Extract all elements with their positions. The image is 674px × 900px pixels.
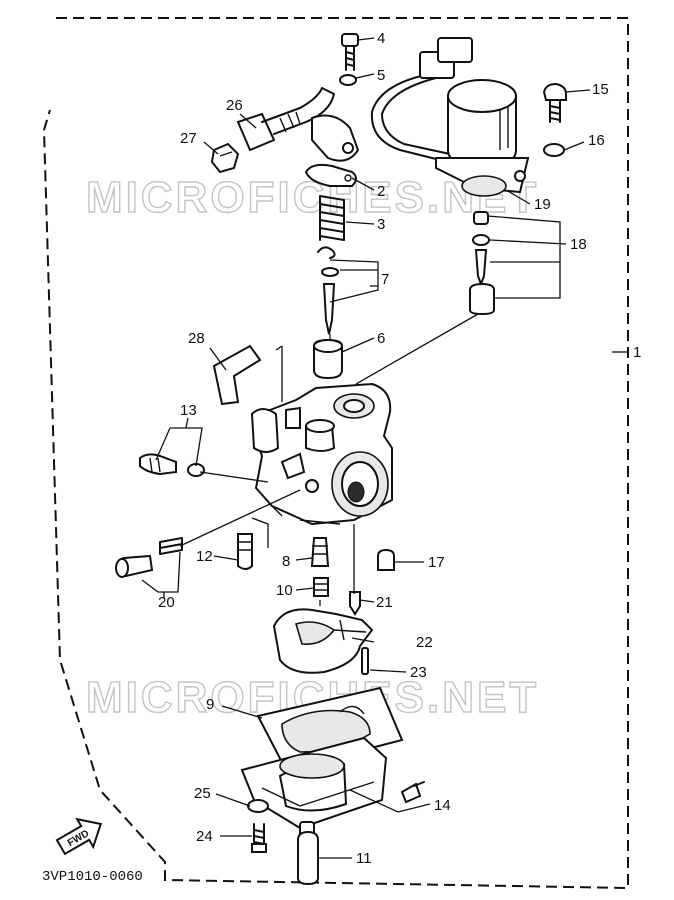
- part-hex-nut: [210, 142, 240, 174]
- callout-26: 26: [226, 97, 243, 114]
- callout-17: 17: [428, 554, 445, 571]
- part-throttle-spring: [319, 195, 345, 241]
- callout-3: 3: [377, 216, 385, 233]
- callout-16: 16: [588, 132, 605, 149]
- part-float: [272, 608, 374, 674]
- callout-1: 1: [633, 344, 641, 361]
- part-throttle-stop-screw-set: [115, 537, 183, 578]
- part-carburetor-body: [250, 382, 393, 526]
- part-vent-tube: [212, 344, 262, 406]
- part-float-bowl: [240, 736, 388, 837]
- part-plug-bolt: [377, 548, 395, 571]
- part-washer-top: [339, 74, 357, 86]
- callout-4: 4: [377, 30, 385, 47]
- callout-15: 15: [592, 81, 609, 98]
- diagram-code: 3VP1010-0060: [42, 869, 143, 885]
- callout-14: 14: [434, 797, 451, 814]
- part-float-needle: [349, 591, 361, 616]
- part-cap-gasket: [304, 163, 357, 187]
- callout-5: 5: [377, 67, 385, 84]
- part-starter-washer: [543, 143, 565, 157]
- part-bowl-washer: [247, 799, 269, 813]
- callout-23: 23: [410, 664, 427, 681]
- part-bowl-gasket: [256, 686, 404, 772]
- part-drain-screw: [400, 781, 425, 804]
- part-auto-starter: [370, 37, 530, 197]
- callout-11: 11: [356, 850, 372, 867]
- callout-24: 24: [196, 828, 213, 845]
- callout-7: 7: [381, 271, 389, 288]
- callout-27: 27: [180, 130, 197, 147]
- callout-20: 20: [158, 594, 175, 611]
- callout-6: 6: [377, 330, 385, 347]
- part-drain-hose: [297, 830, 319, 886]
- assembly-boundary: [42, 17, 629, 890]
- part-starter-screw: [542, 82, 567, 123]
- part-throttle-pipe: [236, 87, 360, 162]
- part-main-jet: [313, 577, 329, 597]
- callout-labels: 4 5 26 27 2 3 7 6 15 16 19 18 1 28 13 20…: [158, 30, 641, 867]
- callout-leaders: [141, 37, 628, 859]
- part-jet-needle-set: [317, 246, 339, 335]
- callout-18: 18: [570, 236, 587, 253]
- part-pilot-screw-set: [139, 453, 205, 477]
- callout-22: 22: [416, 634, 433, 651]
- part-starter-jet: [237, 533, 253, 570]
- callout-19: 19: [534, 196, 551, 213]
- part-bowl-screw: [251, 823, 267, 853]
- fwd-arrow-icon: FWD: [55, 817, 103, 856]
- callout-25: 25: [194, 785, 211, 802]
- part-float-pin: [361, 647, 369, 675]
- assembly-guide-lines: [179, 313, 479, 606]
- callout-28: 28: [188, 330, 205, 347]
- callout-13: 13: [180, 402, 197, 419]
- callout-10: 10: [276, 582, 293, 599]
- callout-12: 12: [196, 548, 213, 565]
- callout-21: 21: [376, 594, 393, 611]
- part-throttle-valve: [313, 338, 343, 380]
- callout-8: 8: [282, 553, 290, 570]
- callout-2: 2: [377, 183, 385, 200]
- callout-9: 9: [206, 696, 214, 713]
- part-screw-top: [341, 33, 359, 71]
- part-starter-plunger-set: [469, 211, 495, 316]
- part-needle-jet: [310, 537, 330, 567]
